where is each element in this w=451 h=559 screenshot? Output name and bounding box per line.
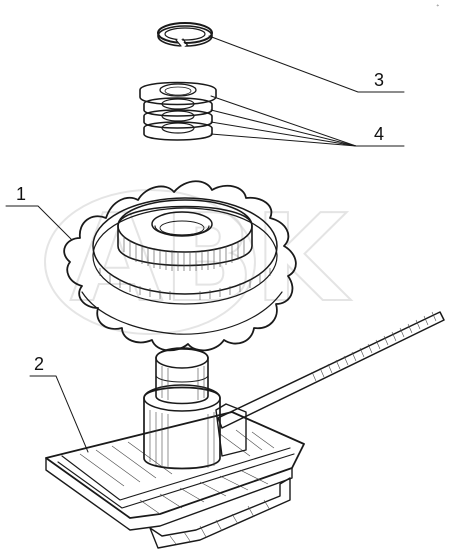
- svg-text:ABK: ABK: [70, 190, 351, 329]
- corner-mark: ᐩ: [436, 3, 440, 13]
- base-assembly: [45, 311, 445, 549]
- callout-1: 1: [16, 184, 26, 204]
- sprocket: [63, 180, 297, 352]
- retaining-ring: [157, 22, 213, 49]
- callout-4: 4: [374, 124, 384, 144]
- wave-washer-stack: [139, 81, 217, 141]
- callout-2: 2: [34, 354, 44, 374]
- leader-lines: [5, 35, 405, 453]
- callout-3: 3: [374, 70, 384, 90]
- watermark-logo: ABK: [44, 189, 352, 335]
- threaded-rod: [217, 311, 445, 429]
